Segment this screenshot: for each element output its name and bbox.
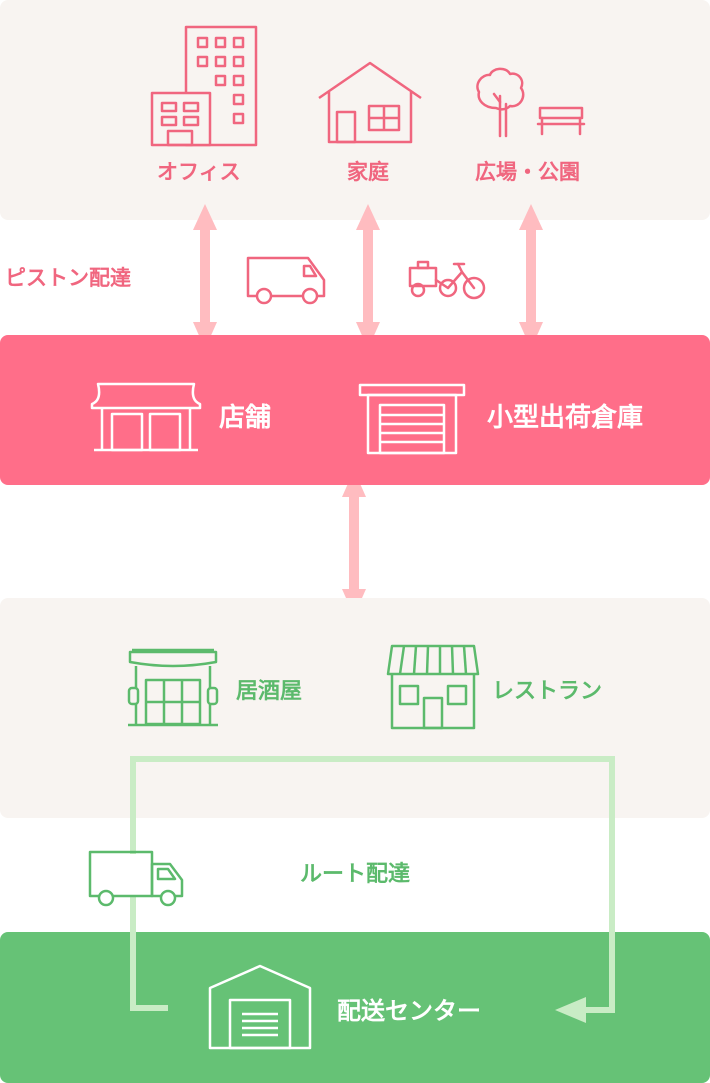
store-icon [90,382,202,452]
route-delivery-label: ルート配達 [300,862,411,887]
cargo-bicycle-icon [408,260,486,300]
izakaya-label: 居酒屋 [236,679,303,704]
distribution-center-label: 配送センター [337,997,481,1025]
store-warehouse-band [0,335,710,485]
izakaya-icon [127,648,219,727]
small-warehouse-label: 小型出荷倉庫 [487,403,644,433]
lower-destinations-panel [0,598,710,818]
park-tree-bench-icon [476,67,586,138]
delivery-van-icon [246,256,326,305]
route-line [130,756,615,1013]
top-destinations-panel [0,0,710,220]
distribution-center-icon [208,964,312,1050]
warehouse-shutter-icon [358,383,466,455]
house-icon [318,61,422,144]
store-label: 店舗 [219,403,272,433]
destination-label-office: オフィス [157,160,241,184]
restaurant-icon [386,644,480,730]
route-arrowhead [555,997,586,1023]
office-building-icon [150,25,258,147]
piston-delivery-label: ピストン配達 [5,266,131,290]
delivery-truck-icon [88,850,184,907]
destination-label-home: 家庭 [347,160,389,184]
restaurant-label: レストラン [492,679,603,704]
destination-label-park: 広場・公園 [475,160,580,184]
